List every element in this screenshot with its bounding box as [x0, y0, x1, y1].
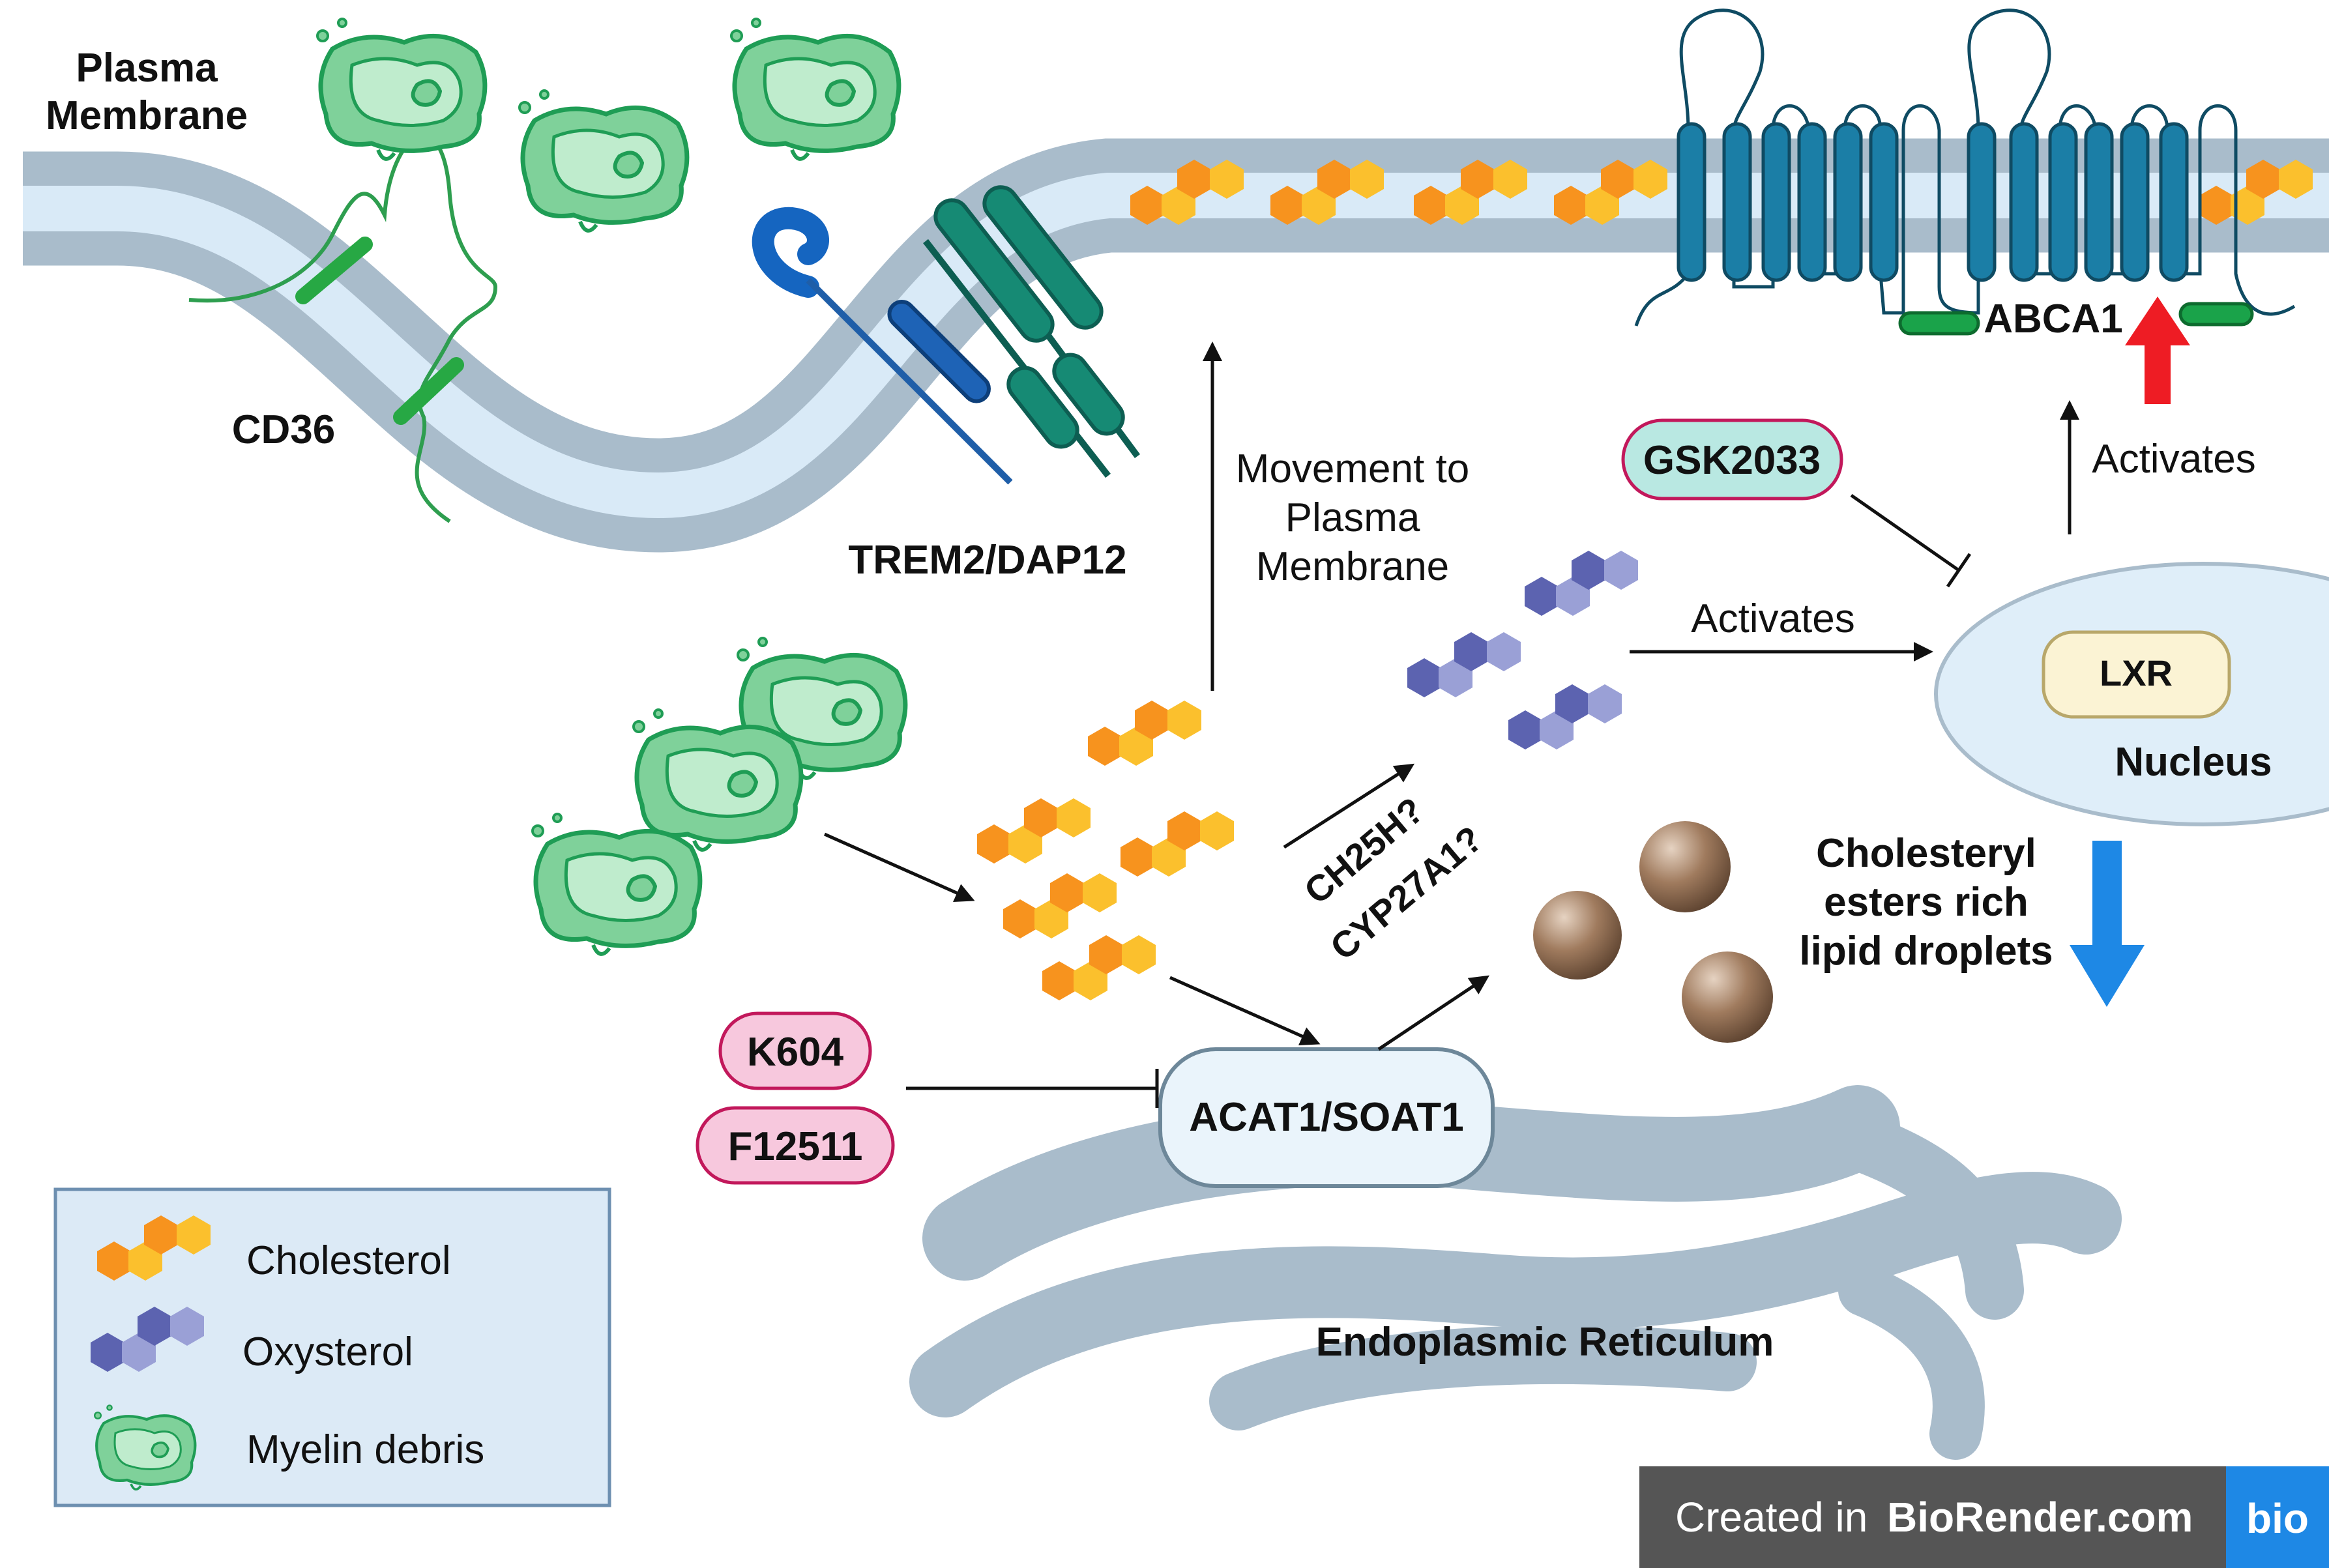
created-in-text: Created in — [1675, 1494, 1868, 1541]
lxr-label: LXR — [2100, 652, 2173, 693]
movement-label-2: Plasma — [1285, 495, 1420, 540]
k604-pill — [718, 1011, 872, 1090]
k604-label: K604 — [747, 1030, 844, 1075]
legend-oxysterol-label: Oxysterol — [242, 1329, 413, 1374]
endoplasmic-reticulum — [909, 1085, 2122, 1460]
acat1-soat1-label: ACAT1/SOAT1 — [1189, 1095, 1463, 1140]
downregulation-arrow — [2070, 841, 2145, 1007]
cholesteryl-esters-label-2: esters rich — [1824, 880, 2029, 925]
trem2-label: TREM2/DAP12 — [848, 538, 1126, 583]
biorender-brand: BioRender.com — [1887, 1494, 2193, 1541]
legend: Cholesterol Oxysterol Myelin debris — [53, 1187, 611, 1507]
f12511-label: F12511 — [728, 1124, 863, 1169]
acat1-soat1-box — [1158, 1047, 1495, 1188]
biorender-logo: bio — [2246, 1495, 2309, 1542]
abca1-transporter — [1634, 8, 2296, 327]
gsk2033-label: GSK2033 — [1643, 438, 1821, 483]
plasma-membrane-label-2: Membrane — [46, 93, 248, 138]
lxr-box — [2042, 630, 2231, 719]
f12511-pill — [696, 1106, 895, 1185]
upregulation-arrow — [2125, 297, 2190, 404]
legend-cholesterol-label: Cholesterol — [246, 1238, 451, 1283]
free-cholesterol — [977, 701, 1234, 1000]
activates-lxr-label: Activates — [1691, 596, 1855, 641]
abca1-helices — [1677, 122, 2189, 282]
myelin-debris-outside — [317, 19, 899, 231]
cholesteryl-esters-label-3: lipid droplets — [1799, 929, 2053, 974]
activates-abca1-label: Activates — [2092, 437, 2256, 482]
movement-label-3: Membrane — [1256, 544, 1449, 589]
cd36-receptor — [188, 134, 498, 523]
gsk2033-pill — [1621, 418, 1843, 501]
arrows — [823, 341, 2079, 1108]
nucleus-label: Nucleus — [2115, 740, 2272, 785]
abca1-label: ABCA1 — [1984, 297, 2123, 341]
cd36-label: CD36 — [232, 407, 336, 452]
biorender-watermark: Created in BioRender.com bio — [1639, 1466, 2329, 1568]
plasma-membrane-label-1: Plasma — [76, 46, 218, 91]
movement-label-1: Movement to — [1236, 446, 1469, 491]
lipid-droplets — [1533, 821, 1773, 1043]
abca1-nbd — [1898, 302, 2254, 336]
legend-myelin-label: Myelin debris — [246, 1427, 484, 1472]
er-label: Endoplasmic Reticulum — [1316, 1320, 1774, 1365]
cholesteryl-esters-label-1: Cholesteryl — [1816, 831, 2036, 876]
trem2-dap12-receptor — [752, 185, 1141, 485]
myelin-debris-inside — [533, 638, 905, 954]
